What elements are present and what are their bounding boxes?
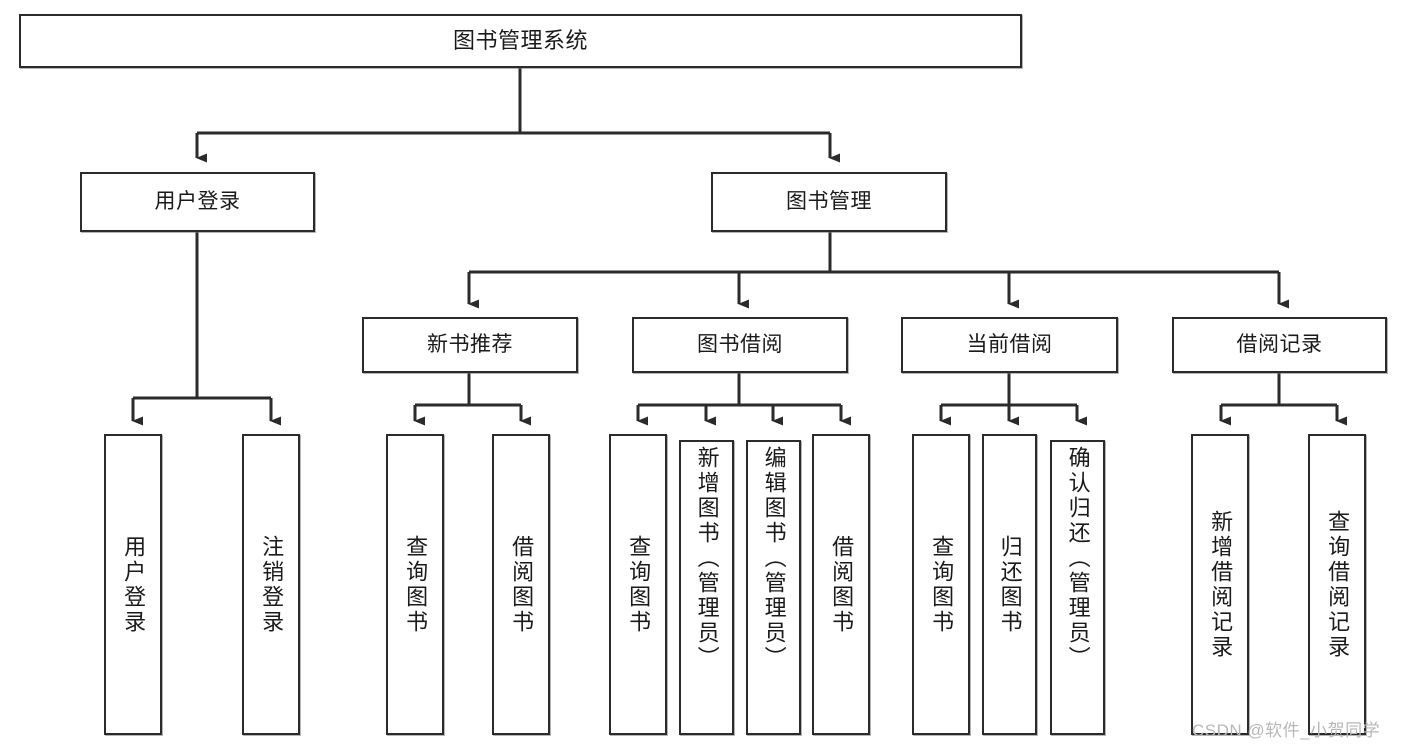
watermark: CSDN @软件_小贺同学 [1192,721,1381,740]
node-borrow-record[interactable]: 借阅记录 [1172,317,1387,373]
node-leaf-query-borrow-record[interactable]: 查询借阅记录 [1308,434,1366,735]
node-leaf-borrow-book-borrow[interactable]: 借阅图书 [812,434,870,735]
node-leaf-borrow-book-borrow-label: 借阅图书 [829,534,855,635]
node-leaf-edit-book-admin[interactable]: 编辑图书（管理员） [746,440,801,735]
node-leaf-logout-label: 注销登录 [259,534,285,635]
node-new-book-recommend[interactable]: 新书推荐 [362,317,578,373]
node-current-borrow-label: 当前借阅 [966,333,1053,357]
node-leaf-borrow-book-recommend[interactable]: 借阅图书 [492,434,550,735]
node-leaf-confirm-return-admin-label: 确认归还（管理员） [1065,446,1091,671]
node-new-book-recommend-label: 新书推荐 [427,333,513,357]
node-leaf-user-login[interactable]: 用户登录 [104,434,162,735]
node-user-login-label: 用户登录 [154,190,241,214]
node-leaf-return-book[interactable]: 归还图书 [982,434,1037,735]
node-leaf-query-book-recommend-label: 查询图书 [403,534,429,635]
node-leaf-confirm-return-admin[interactable]: 确认归还（管理员） [1050,440,1105,735]
node-book-management[interactable]: 图书管理 [711,172,947,232]
node-leaf-return-book-label: 归还图书 [997,534,1023,635]
node-book-borrow[interactable]: 图书借阅 [632,317,848,373]
node-book-management-label: 图书管理 [786,190,872,214]
node-leaf-query-book-borrow[interactable]: 查询图书 [609,434,667,735]
node-leaf-add-borrow-record[interactable]: 新增借阅记录 [1191,434,1249,735]
node-leaf-add-borrow-record-label: 新增借阅记录 [1208,509,1234,660]
node-user-login[interactable]: 用户登录 [80,172,315,232]
node-leaf-edit-book-admin-label: 编辑图书（管理员） [761,446,787,671]
node-leaf-query-book-borrow-label: 查询图书 [626,534,652,635]
node-leaf-borrow-book-recommend-label: 借阅图书 [509,534,535,635]
node-borrow-record-label: 借阅记录 [1236,333,1323,357]
node-leaf-add-book-admin[interactable]: 新增图书（管理员） [679,440,734,735]
node-leaf-add-book-admin-label: 新增图书（管理员） [694,446,720,671]
node-root-label: 图书管理系统 [452,27,588,53]
node-root[interactable]: 图书管理系统 [19,14,1022,68]
node-leaf-query-borrow-record-label: 查询借阅记录 [1325,509,1351,660]
node-leaf-query-book-current-label: 查询图书 [929,534,955,635]
node-leaf-query-book-current[interactable]: 查询图书 [912,434,970,735]
node-leaf-user-login-label: 用户登录 [121,534,147,635]
node-leaf-logout[interactable]: 注销登录 [242,434,300,735]
node-current-borrow[interactable]: 当前借阅 [901,317,1118,373]
node-leaf-query-book-recommend[interactable]: 查询图书 [386,434,444,735]
node-book-borrow-label: 图书借阅 [697,333,783,357]
